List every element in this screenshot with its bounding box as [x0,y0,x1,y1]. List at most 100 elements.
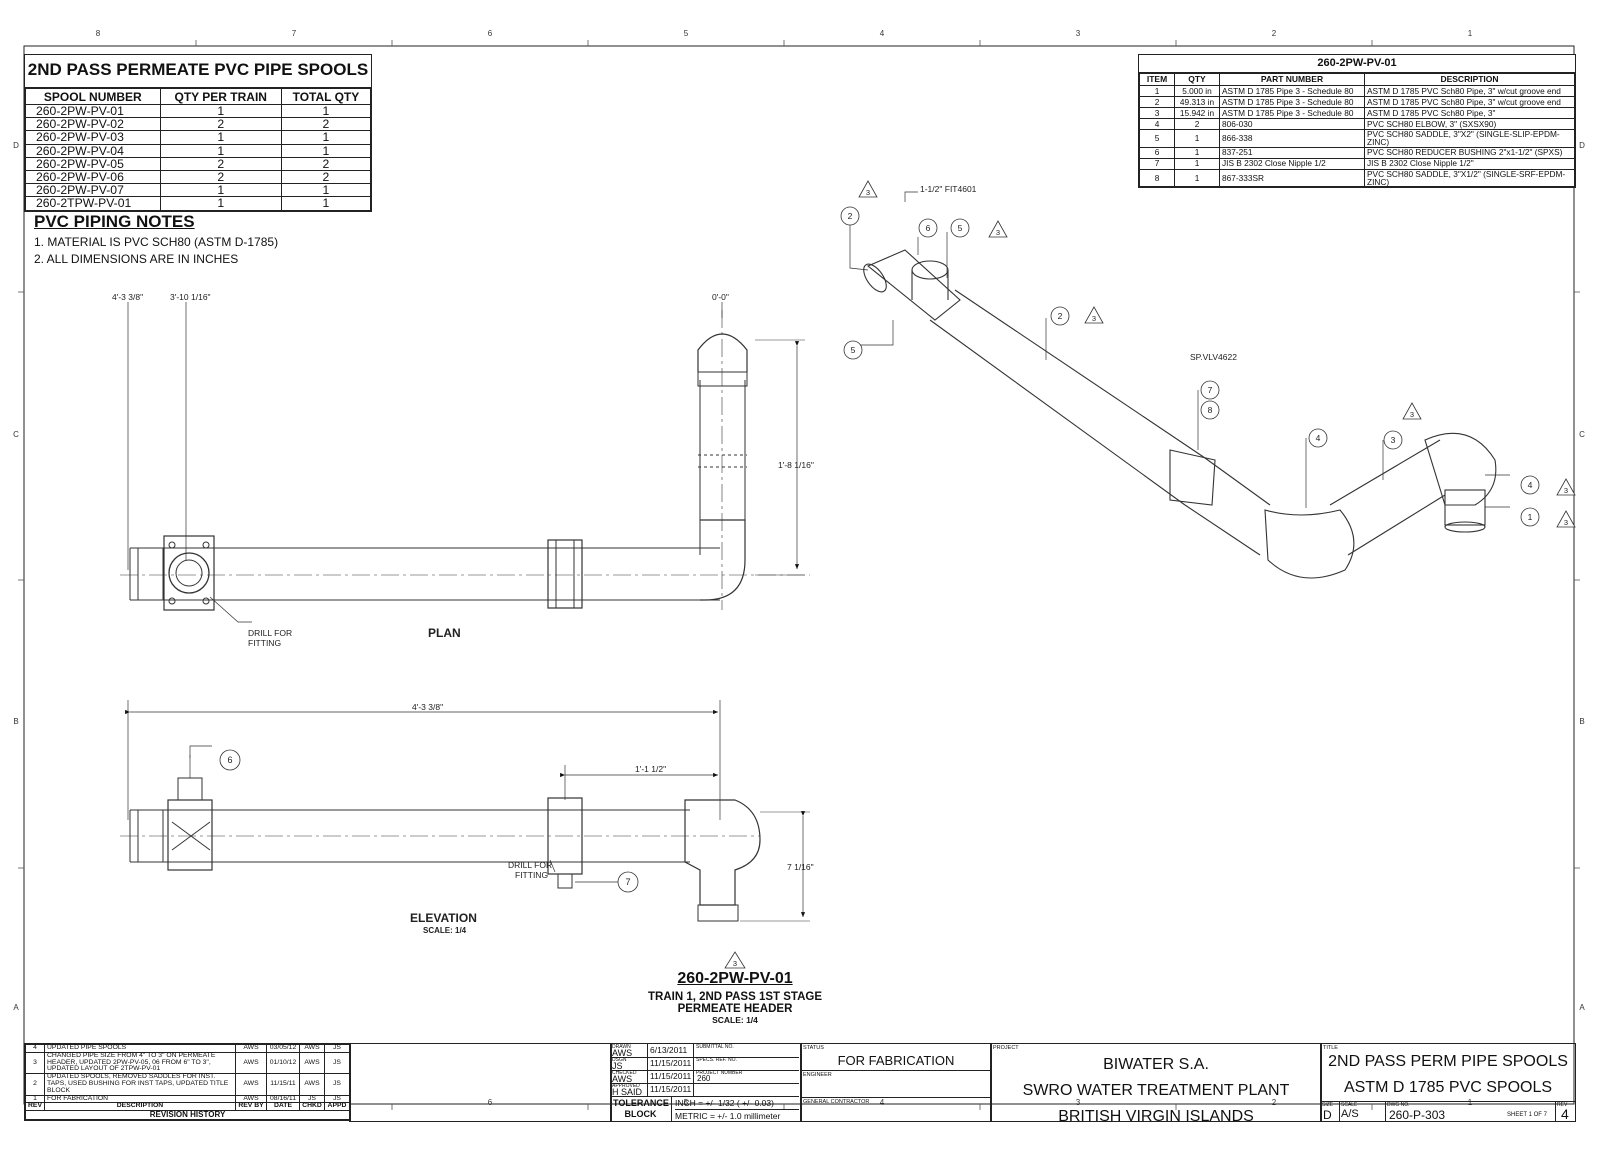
qty-train-cell: 1 [159,103,282,119]
qty-train-cell: 1 [159,196,282,211]
rev-label: REV [1557,1102,1568,1108]
drawing-number: 260-2PW-PV-01 [677,970,793,987]
signoff-role: APPROVED [612,1083,640,1089]
border-col-label: 1 [1468,29,1473,38]
plan-view [120,302,810,623]
title-rev-triangle: 3 [724,951,746,969]
signoff-role: DSGN [612,1057,627,1063]
title-line-2: ASTM D 1785 PVC SPOOLS [1343,1079,1553,1096]
signoff-who: AWS [612,1074,633,1084]
bom-desc-cell: ASTM D 1785 PVC Sch80 Pipe, 3" [1364,107,1575,119]
drawing-title: 260-2PW-PV-01 TRAIN 1, 2ND PASS 1ST STAG… [600,970,870,1025]
project-block: PROJECT BIWATER S.A. SWRO WATER TREATMEN… [990,1043,1322,1125]
revision-triangle [1556,510,1576,528]
plan-dim-vert: 1'-8 1/16" [778,460,814,470]
elev-scale: SCALE: 1/4 [423,926,467,935]
signoff-field-label: PROJECT NUMBER [693,1070,742,1083]
revision-triangle-text: 3 [1564,486,1568,495]
iso-balloon [843,340,863,360]
iso-balloon [1520,507,1540,527]
elev-drill-2: FITTING [515,870,548,880]
bom-part-cell: 866-338 [1219,129,1365,148]
iso-balloon-text: 2 [848,211,853,221]
iso-balloon [1200,400,1220,420]
signoff-date: 11/15/2011 [647,1057,694,1070]
iso-balloon [1200,380,1220,400]
elev-label: ELEVATION [410,911,477,925]
total-qty-cell: 1 [280,183,372,198]
qty-train-cell: 1 [159,183,282,198]
revision-triangle-text: 3 [1564,518,1568,527]
border-row-label: C [13,430,19,439]
revision-triangle-text: 3 [1410,410,1414,419]
revision-triangle-text: 3 [996,228,1000,237]
spool-number-cell: 260-2PW-PV-01 [25,103,161,119]
revision-triangle [1084,306,1104,324]
elev-dim-mid: 1'-1 1/2" [635,764,666,774]
bom-part-cell: ASTM D 1785 Pipe 3 - Schedule 80 [1219,107,1365,119]
border-col-label: 8 [96,29,101,38]
elev-balloons [219,749,639,893]
size-value: D [1323,1108,1332,1122]
bom-qty-cell: 1 [1174,168,1220,188]
bom-item-cell: 5 [1139,129,1175,148]
engineer-label: ENGINEER [803,1072,832,1078]
border-row-label: B [1579,717,1584,726]
project-line-2: SWRO WATER TREATMENT PLANT [1022,1082,1290,1099]
spool-number-cell: 260-2PW-PV-04 [25,143,161,158]
title-line-1: 2ND PASS PERM PIPE SPOOLS [1328,1053,1568,1070]
border-col-label: 3 [1076,1098,1081,1107]
status-block: STATUS FOR FABRICATION ENGINEER GENERAL … [800,1043,992,1122]
bom-desc-cell: PVC SCH80 SADDLE, 3"X2" (SINGLE-SLIP-EPD… [1364,129,1575,148]
scale-label: SCALE [1341,1102,1358,1108]
qty-train-cell: 1 [159,143,282,158]
bom-item-cell: 2 [1139,96,1175,108]
signoff-field-label: SUBMITTAL NO. [693,1044,734,1057]
bom-qty-cell: 15.942 in [1174,107,1220,119]
rev-chkd-cell: AWS [299,1051,325,1075]
rev-desc-cell: CHANGED PIPE SIZE FROM 4" TO 3" ON PERME… [44,1051,236,1075]
rev-date-cell: 01/10/12 [266,1051,300,1075]
signoff-role: DRAWN [612,1044,631,1050]
signoff-date: 11/15/2011 [647,1070,694,1083]
bom-part-cell: 867-333SR [1219,168,1365,188]
border-col-label: 7 [292,29,297,38]
piping-notes: PVC PIPING NOTES 1. MATERIAL IS PVC SCH8… [34,212,278,266]
bom-desc-cell: PVC SCH80 REDUCER BUSHING 2"x1-1/2" (SPX… [1364,146,1575,159]
bom-col-qty: QTY [1174,73,1220,86]
project-label: PROJECT [993,1045,1019,1051]
bom-desc-cell: JIS B 2302 Close Nipple 1/2" [1364,157,1575,170]
signoff-field-empty [693,1083,696,1096]
tol-label-2: BLOCK [624,1109,657,1119]
bom-item-cell: 3 [1139,107,1175,119]
balloon-6-elev [219,749,241,771]
bom-part-cell: 837-251 [1219,146,1365,159]
bom-qty-cell: 1 [1174,157,1220,170]
dwg-value: 260-P-303 [1389,1108,1446,1122]
drawing-title-scale: SCALE: 1/4 [712,1015,758,1025]
spool-table: 2ND PASS PERMEATE PVC PIPE SPOOLS SPOOL … [24,54,372,212]
rev-date-cell: 11/15/11 [266,1073,300,1096]
qty-train-cell: 2 [159,117,282,132]
iso-balloon-text: 6 [926,223,931,233]
total-qty-cell: 1 [280,143,372,158]
plan-dim-texts: 4'-3 3/8" 3'-10 1/16" 0'-0" 1'-8 1/16" D… [112,292,814,648]
plan-drill-2: FITTING [248,638,281,648]
total-qty-cell: 2 [280,117,372,132]
iso-balloon-text: 4 [1528,480,1533,490]
iso-balloon [1520,475,1540,495]
